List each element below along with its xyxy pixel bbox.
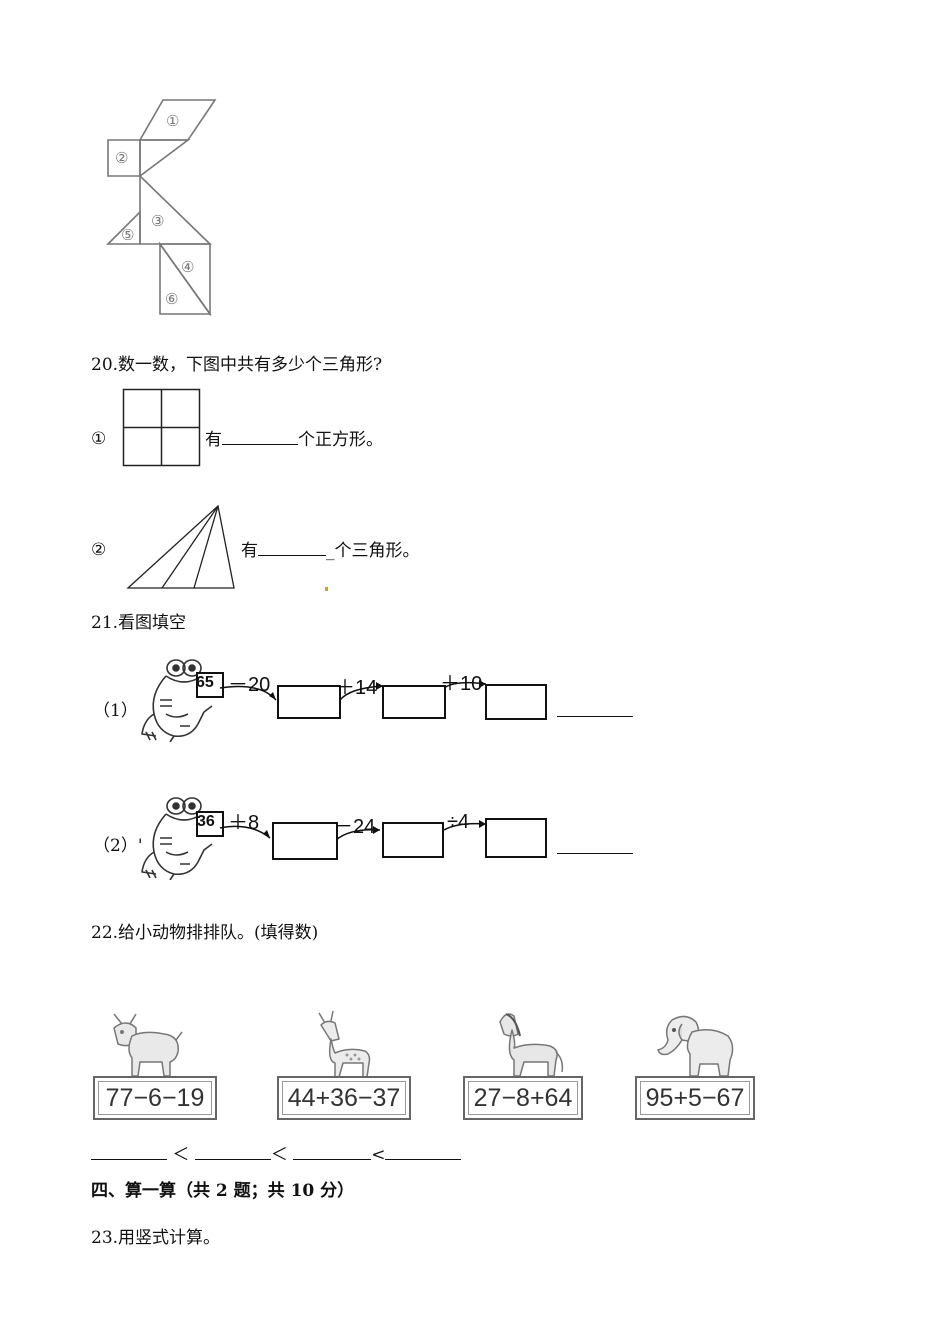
q21-row2-mark: ' <box>137 836 143 856</box>
expr-card-inner <box>98 1081 212 1115</box>
q20-item2-prefix: 有 <box>241 541 258 561</box>
order-blank-1[interactable] <box>91 1143 167 1160</box>
order-blank-4[interactable] <box>385 1143 462 1160</box>
q21-row2-start-card <box>196 811 224 837</box>
q20-item1-blank[interactable] <box>222 428 298 445</box>
q21-row1-label: （1） <box>93 701 138 721</box>
q21-row1-arrows <box>219 680 487 701</box>
expr-card-goat: 77−6−19 <box>93 1076 217 1120</box>
expr-goat: 77−6−19 <box>105 1084 205 1112</box>
comparator-2: ＜ <box>270 1145 288 1165</box>
tangram-label-6: ⑥ <box>165 290 178 308</box>
q21-row1-answer-blank[interactable] <box>557 716 633 717</box>
expr-card-inner <box>282 1081 406 1115</box>
tangram-piece-6 <box>159 241 212 315</box>
tangram-piece-3 <box>139 174 212 245</box>
q20-item1-answer: 有 个正方形。 <box>205 428 383 451</box>
tangram-label-1: ① <box>166 112 179 130</box>
tangram-label-2: ② <box>115 149 128 167</box>
expr-horse: 27−8+64 <box>473 1084 573 1112</box>
q21-row2-op3: ÷4 <box>447 811 470 833</box>
q21-row2-label-text: （2） <box>93 836 138 856</box>
q21-row2-box2[interactable] <box>382 822 444 858</box>
tangram-figure: ① ② ③ ④ ⑤ ⑥ <box>106 99 217 317</box>
q21-row1-op3: ＋10 <box>440 673 483 695</box>
q21-row2-op1: ＋8 <box>228 812 260 834</box>
q20-item2-blank[interactable] <box>258 539 326 556</box>
q21-row1-box3[interactable] <box>485 684 547 720</box>
frog-icon <box>141 797 213 880</box>
q20-item2-suffix: _个三角形。 <box>326 541 420 561</box>
q21-row2-arrows <box>219 820 487 841</box>
tangram-piece-5 <box>106 210 141 245</box>
q23-title: 23.用竖式计算。 <box>91 1228 221 1248</box>
expr-card-horse: 27−8+64 <box>463 1076 583 1120</box>
expr-deer: 44+36−37 <box>287 1084 401 1112</box>
q21-row1-op2: ＋14 <box>335 677 378 699</box>
q21-row1-start-card <box>196 672 224 698</box>
q21-row1-start-value: 65 <box>196 674 214 691</box>
horse-icon <box>499 1013 564 1077</box>
q21-title: 21.看图填空 <box>91 613 187 633</box>
order-blank-2[interactable] <box>194 1143 271 1160</box>
tangram-label-5: ⑤ <box>121 226 134 244</box>
q20-item2-answer: 有 _个三角形。 <box>241 539 420 562</box>
q20-item1-suffix: 个正方形。 <box>298 430 383 450</box>
q21-row1-op1: －20 <box>228 674 271 696</box>
q20-title: 20.数一数，下图中共有多少个三角形? <box>91 355 383 375</box>
q21-row1-box1[interactable] <box>277 685 341 719</box>
triangle-fan-figure <box>126 504 235 589</box>
expr-elephant: 95+5−67 <box>645 1084 745 1112</box>
expr-card-elephant: 95+5−67 <box>635 1076 755 1120</box>
q22-title: 22.给小动物排排队。(填得数) <box>91 923 319 943</box>
stray-dot <box>325 587 328 591</box>
q21-row1-box2[interactable] <box>382 685 446 719</box>
expr-card-inner <box>640 1081 750 1115</box>
q20-item1-prefix: 有 <box>205 430 222 450</box>
comparator-3: < <box>371 1145 386 1165</box>
expr-card-inner <box>468 1081 578 1115</box>
frog-icon <box>141 659 213 742</box>
q21-row2-answer-blank[interactable] <box>557 853 633 854</box>
elephant-icon <box>657 1015 734 1077</box>
q21-row2-box1[interactable] <box>272 822 338 860</box>
q21-row2-label: （2）' <box>93 835 143 857</box>
deer-icon <box>318 1010 371 1078</box>
tangram-label-3: ③ <box>151 212 164 230</box>
q20-item2-marker: ② <box>91 540 107 560</box>
square-grid-figure <box>122 388 201 467</box>
q21-row2-op2: －24 <box>333 816 376 838</box>
q20-item1-marker: ① <box>91 429 107 449</box>
q21-row2-box3[interactable] <box>485 818 547 858</box>
q21-row2-start-value: 36 <box>197 813 215 830</box>
q22-order-row: ＜ ＜ < <box>91 1143 462 1166</box>
comparator-1: ＜ <box>172 1145 190 1165</box>
expr-card-deer: 44+36−37 <box>277 1076 411 1120</box>
tangram-piece-link <box>139 139 191 178</box>
order-blank-3[interactable] <box>293 1143 372 1160</box>
section-heading: 四、算一算（共 2 题；共 10 分） <box>91 1181 355 1201</box>
tangram-label-4: ④ <box>181 258 194 276</box>
goat-icon <box>113 1013 183 1077</box>
